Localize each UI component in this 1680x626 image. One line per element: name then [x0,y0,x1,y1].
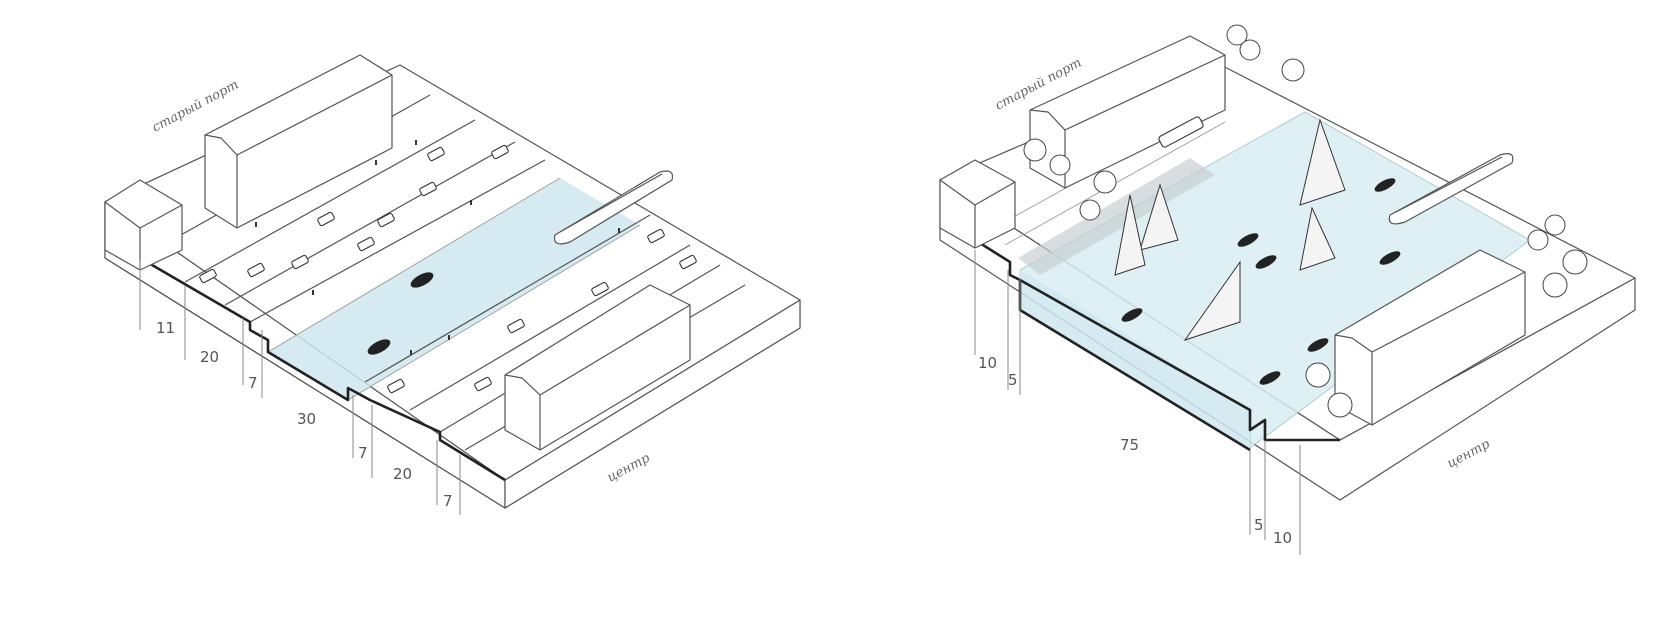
left-dim-6: 20 [393,465,412,483]
right-dim-2: 5 [1008,371,1018,389]
right-dim-3: 75 [1120,436,1139,454]
right-ship [1388,153,1514,225]
right-dim-4: 5 [1254,516,1264,534]
right-tram [1158,116,1204,148]
right-bottom-label: центр [1445,436,1493,471]
left-dim-1: 11 [156,319,175,337]
left-dim-5: 7 [358,444,368,462]
left-dimension-lines [139,260,461,515]
left-section-edge [138,202,506,482]
left-dim-2: 20 [200,348,219,366]
right-promenade-shadow [1018,158,1215,275]
left-block-small [104,179,183,271]
left-boat-1 [410,272,434,288]
left-pedestrians [255,140,620,355]
left-dim-3: 7 [248,374,258,392]
right-dimension-lines [974,250,1301,555]
left-cars-far [199,144,509,284]
left-isometric-section: 11 20 7 30 7 20 7 старый порт центр [104,54,801,515]
left-dim-7: 7 [443,492,453,510]
right-boats [1121,178,1401,385]
right-dim-5: 10 [1273,529,1292,547]
left-bottom-label: центр [605,450,653,485]
left-dim-4: 30 [297,410,316,428]
left-canal-water [268,178,640,400]
right-dim-1: 10 [978,354,997,372]
right-isometric-section: 10 5 75 5 10 старый порт центр [939,24,1636,555]
left-building-near [504,284,691,451]
left-boat-2 [367,339,391,355]
left-cars-near [387,228,697,394]
left-building-far [204,54,393,229]
right-sailboats [1114,118,1346,341]
left-ship [553,170,674,245]
right-trees [1023,24,1588,418]
